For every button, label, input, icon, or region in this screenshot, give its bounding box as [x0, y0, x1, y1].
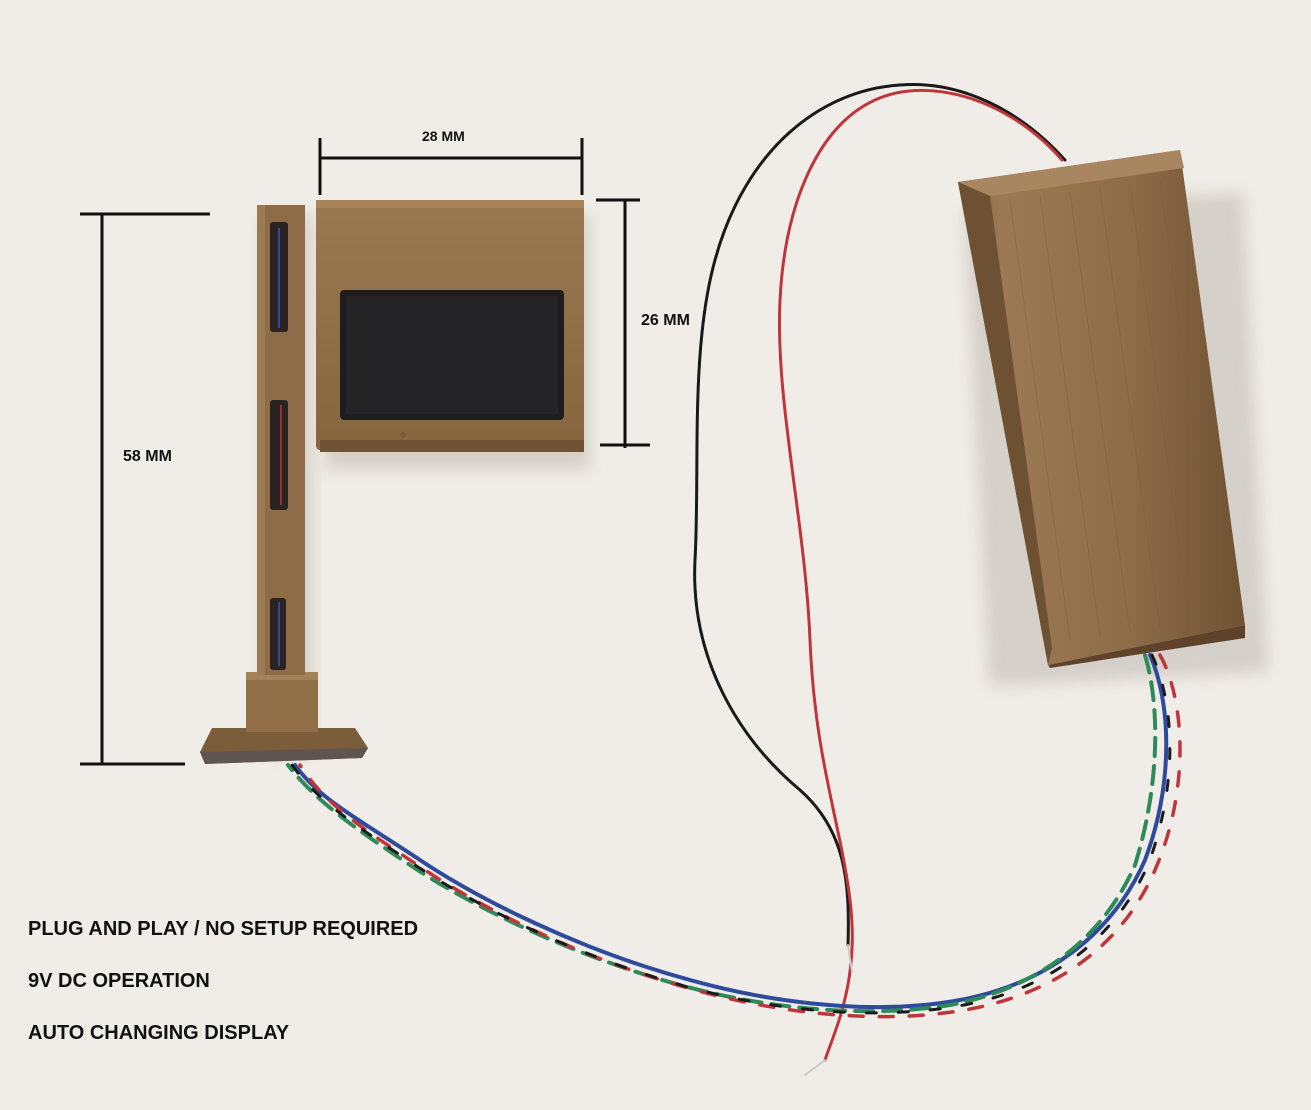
width-dimension-label: 28 MM	[422, 128, 465, 144]
display-sign	[316, 200, 584, 452]
black-wire	[693, 82, 1067, 947]
controller-box	[958, 150, 1245, 668]
feature-9v-dc: 9V DC OPERATION	[28, 970, 210, 992]
feature-auto-display: AUTO CHANGING DISPLAY	[28, 1022, 290, 1044]
green-wire	[286, 653, 1158, 1014]
total-height-dimension-label: 58 MM	[123, 448, 172, 465]
sign-post	[200, 205, 368, 764]
red-bundle-wire	[298, 653, 1182, 1019]
feature-plug-and-play: PLUG AND PLAY / NO SETUP REQUIRED	[28, 918, 419, 940]
red-wire	[777, 88, 1064, 1062]
blue-wire	[293, 653, 1169, 1010]
wires	[286, 82, 1182, 1076]
display-height-dimension-label: 26 MM	[641, 312, 690, 329]
dimension-lines	[80, 138, 650, 766]
